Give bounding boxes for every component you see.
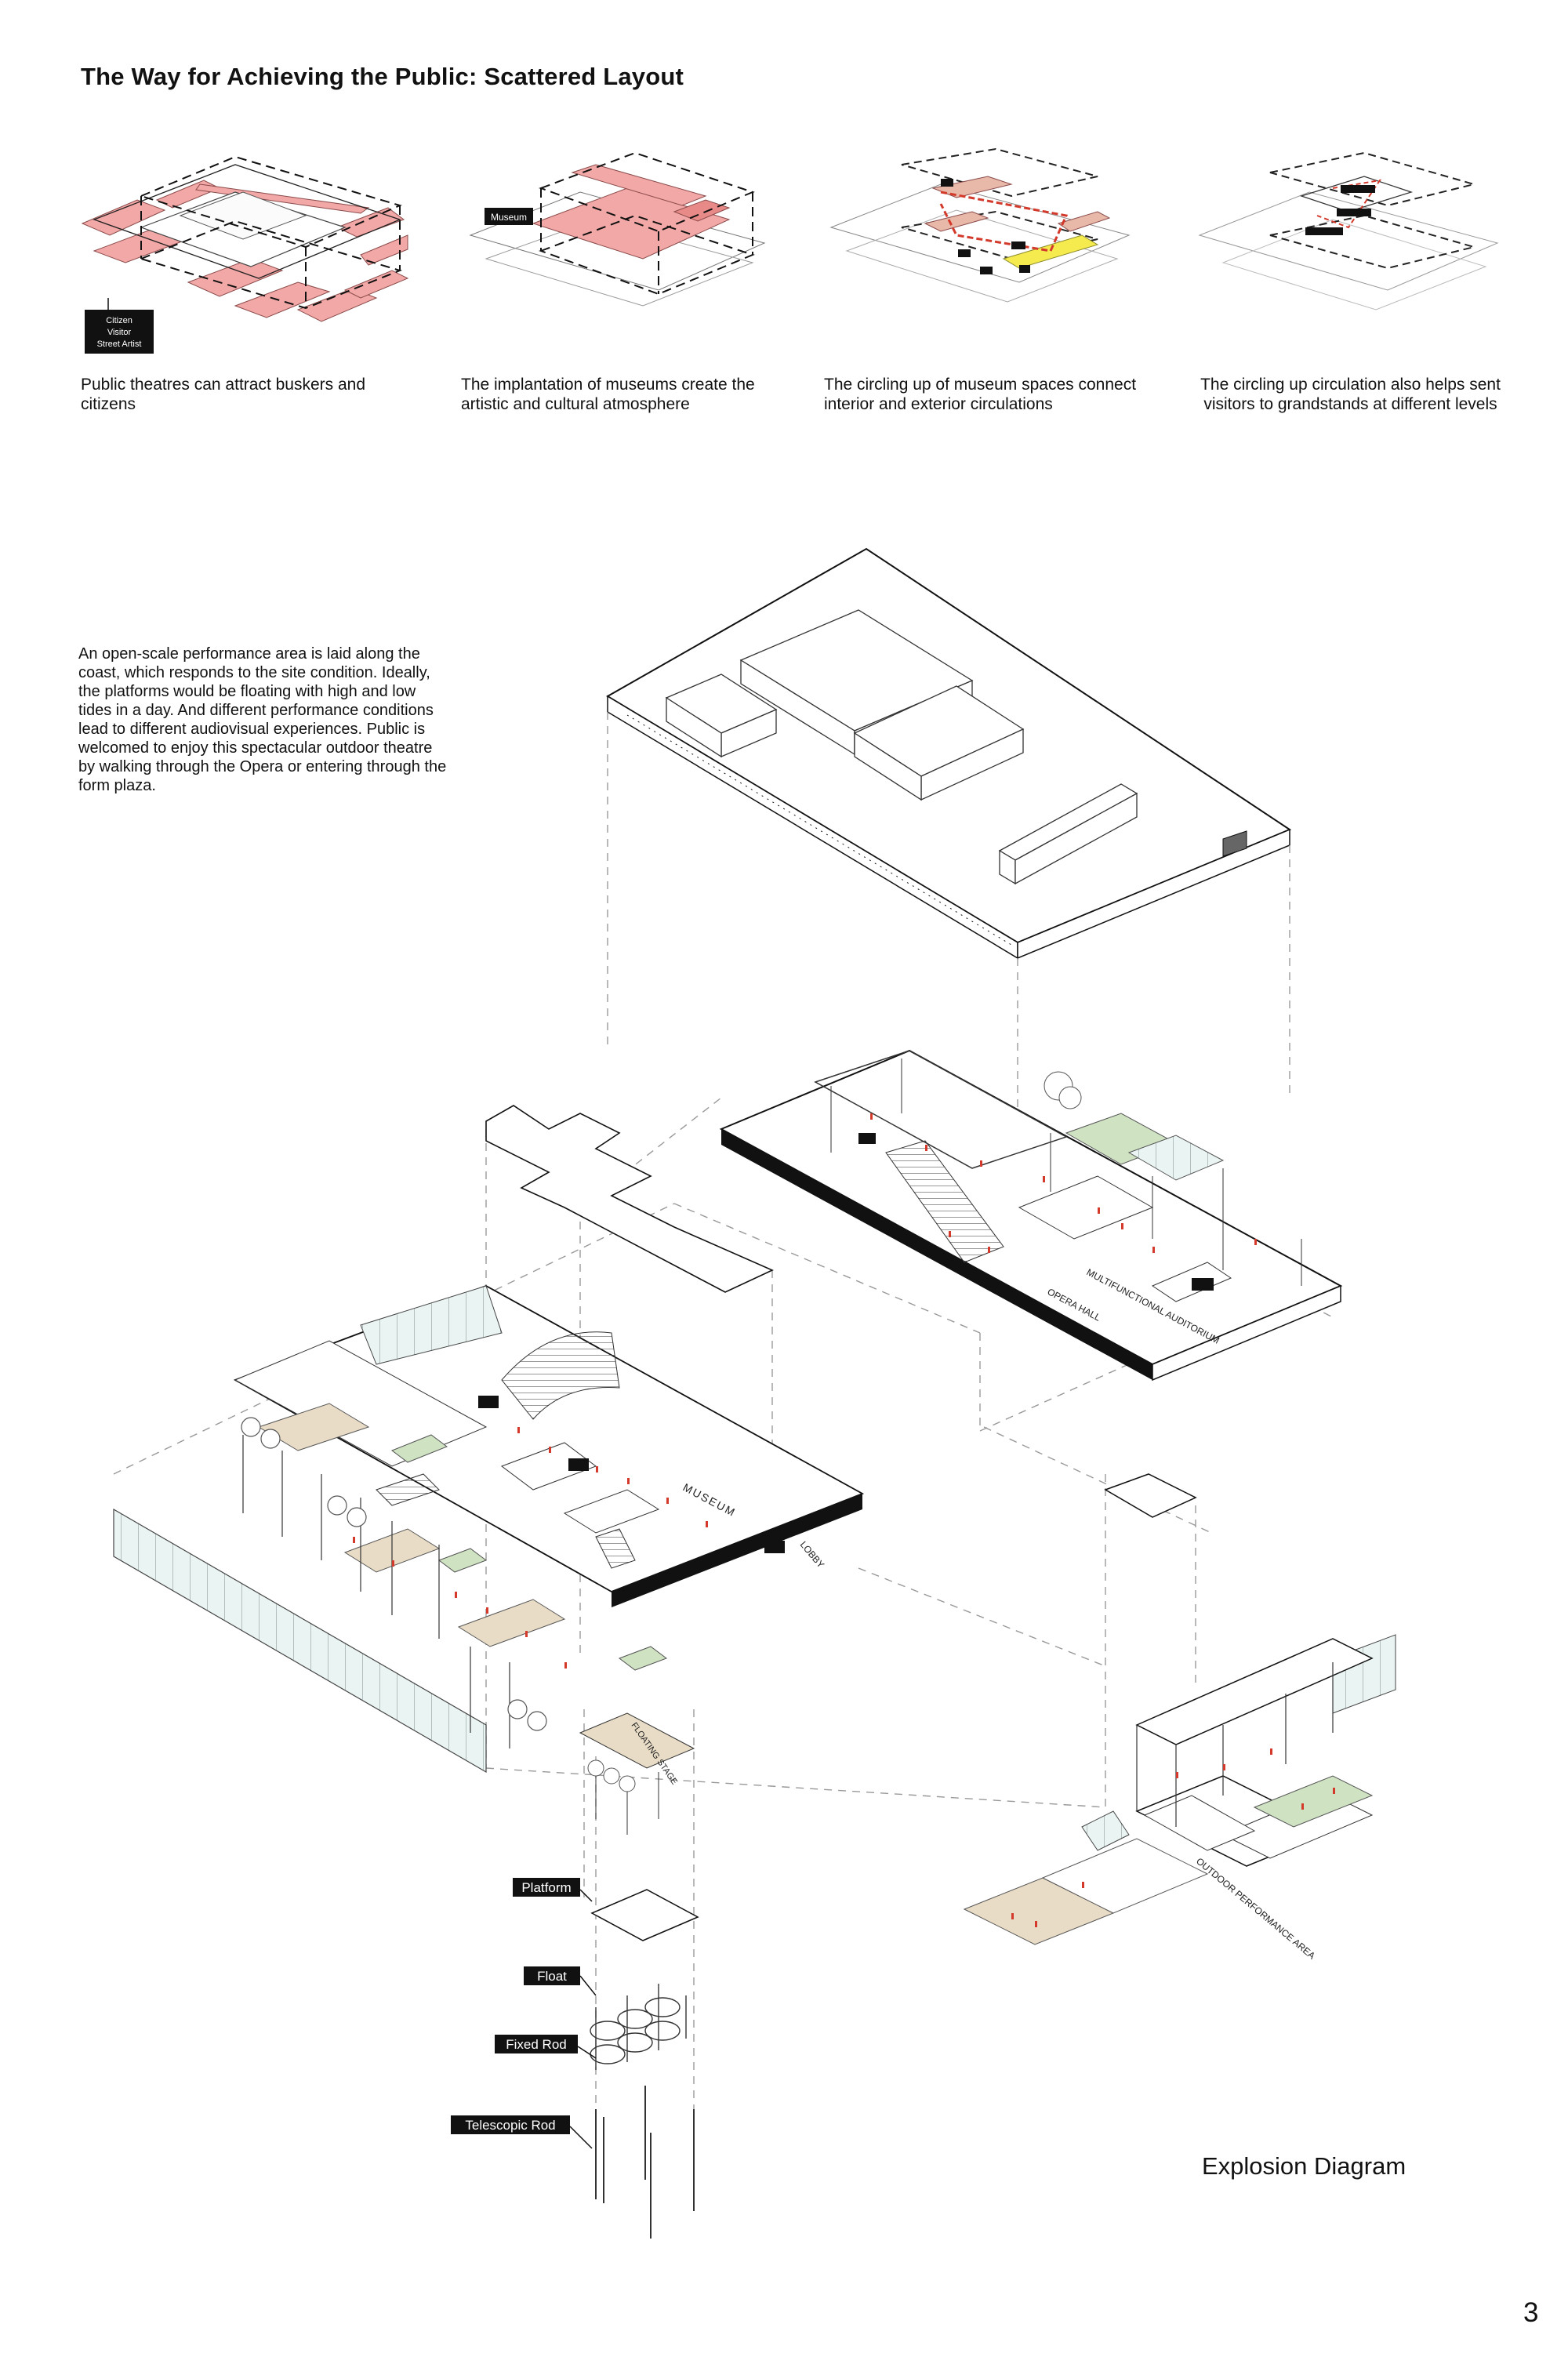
svg-text:Platform: Platform: [521, 1880, 571, 1895]
small-diagram-grandstands: [1198, 151, 1499, 310]
explosion-diagram-label: Explosion Diagram: [1202, 2152, 1406, 2180]
tag-line-visitor: Visitor: [107, 328, 132, 337]
svg-text:Museum: Museum: [491, 212, 527, 223]
platform-label: Platform: [513, 1878, 593, 1902]
telescopic-rods: [595, 2086, 695, 2239]
svg-text:Float: Float: [537, 1969, 567, 1984]
tag-line-street-artist: Street Artist: [97, 340, 142, 349]
small-diagram-museums: Museum: [469, 151, 766, 307]
caption-grandstands: The circling up circulation also helps s…: [1200, 376, 1501, 413]
telescopic-rod-label: Telescopic Rod: [451, 2115, 593, 2149]
caption-museums: The implantation of museums create the a…: [461, 376, 755, 413]
ground-floor-plan: MUSEUM LOBBY: [113, 1285, 865, 1774]
upper-floor-plan: OPERA HALL MULTIFUNCTIONAL AUDITORIUM: [719, 1049, 1343, 1382]
stage-components: Platform Float Fixed Rod Telescopic Rod: [451, 1878, 699, 2239]
caption-circulation: The circling up of museum spaces connect…: [824, 376, 1137, 413]
museum-tag: Museum: [485, 208, 533, 225]
outdoor-performance-plan: OUTDOOR PERFORMANCE AREA: [963, 1473, 1396, 1962]
float-label: Float: [524, 1966, 597, 1996]
fixed-rod-label: Fixed Rod: [495, 2035, 597, 2059]
platform-shape: [590, 1889, 699, 1941]
svg-text:Telescopic Rod: Telescopic Rod: [465, 2118, 555, 2133]
svg-text:Fixed Rod: Fixed Rod: [506, 2037, 566, 2052]
citizen-tag: Citizen Visitor Street Artist: [85, 310, 154, 354]
small-diagram-circulation: [829, 147, 1131, 303]
floating-stage: FLOATING STAGE: [579, 1712, 695, 1835]
roof-slab: [606, 547, 1292, 960]
page-title: The Way for Achieving the Public: Scatte…: [81, 63, 684, 90]
small-diagram-public-theatres: Citizen Visitor Street Artist: [81, 155, 409, 354]
tag-line-citizen: Citizen: [106, 316, 132, 325]
ground-roof-outline: [485, 1105, 774, 1293]
caption-public-theatres: Public theatres can attract buskers and …: [81, 376, 366, 413]
intro-paragraph: An open-scale performance area is laid a…: [78, 645, 447, 794]
label-outdoor-performance: OUTDOOR PERFORMANCE AREA: [1194, 1856, 1317, 1962]
float-shape: [590, 1984, 687, 2070]
page-number: 3: [1523, 2297, 1539, 2328]
label-lobby: LOBBY: [798, 1539, 826, 1570]
